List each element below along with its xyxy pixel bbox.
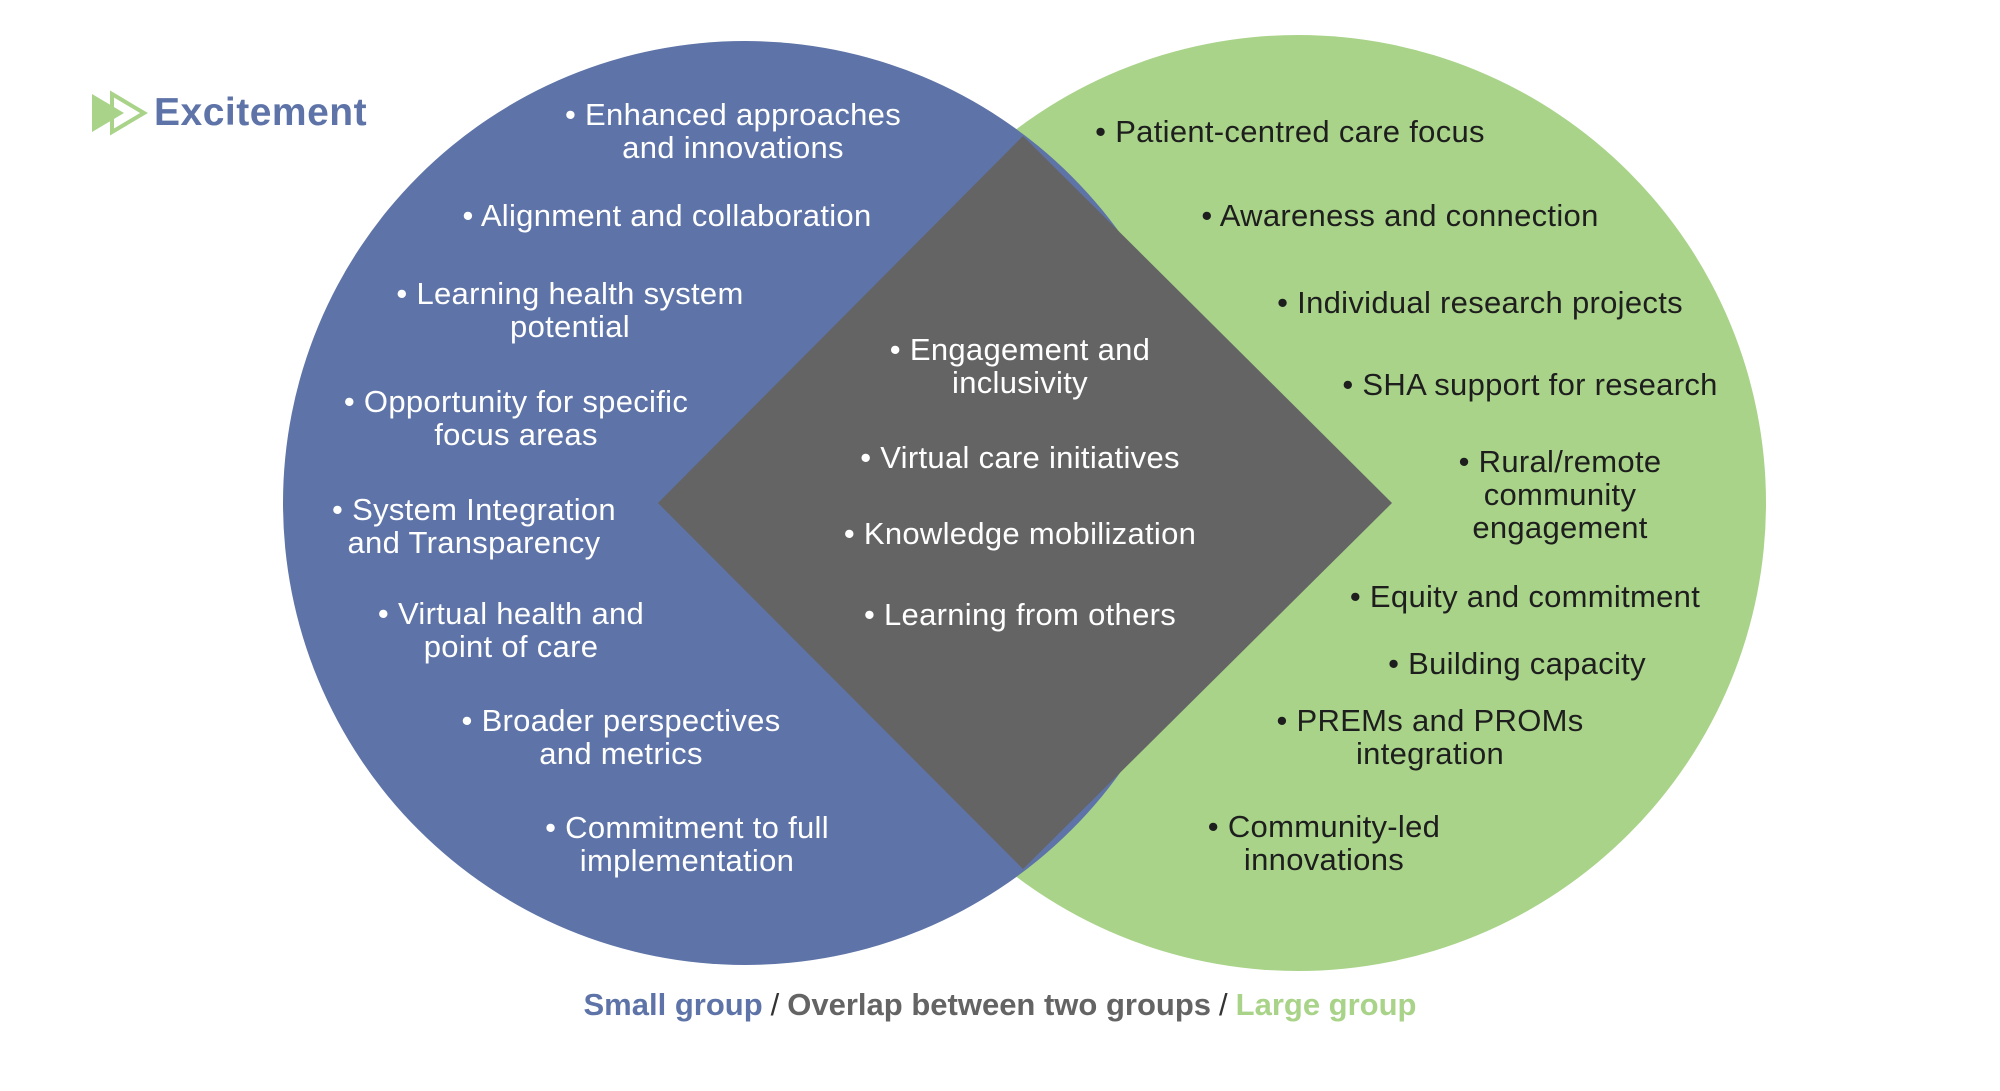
large-group-item: • Individual research projects bbox=[1277, 286, 1683, 319]
legend-separator: / bbox=[770, 987, 780, 1022]
small-group-item-line: • Opportunity for specific bbox=[343, 384, 689, 419]
small-group-item-line: and innovations bbox=[622, 130, 844, 165]
large-group-item: • SHA support for research bbox=[1342, 368, 1717, 401]
small-group-item-line: point of care bbox=[423, 629, 599, 664]
large-group-item-line: • Equity and commitment bbox=[1349, 579, 1701, 614]
large-group-item-line: • Individual research projects bbox=[1277, 285, 1683, 320]
large-group-item-line: • PREMs and PROMs bbox=[1276, 703, 1584, 738]
overlap-item-line: • Engagement and bbox=[889, 332, 1151, 367]
small-group-item: • Alignment and collaboration bbox=[462, 199, 871, 232]
large-group-item: • Building capacity bbox=[1388, 647, 1646, 680]
overlap-item-line: • Learning from others bbox=[863, 597, 1177, 632]
title-text: Excitement bbox=[154, 91, 368, 134]
small-group-item-line: • Commitment to full bbox=[545, 810, 829, 845]
overlap-item-line: • Knowledge mobilization bbox=[843, 516, 1197, 551]
small-group-item-line: focus areas bbox=[434, 417, 598, 452]
small-group-item-line: • Learning health system bbox=[396, 276, 744, 311]
legend-overlap: Overlap between two groups bbox=[787, 987, 1212, 1022]
double-arrow-icon bbox=[92, 90, 148, 136]
overlap-region bbox=[658, 136, 1392, 869]
large-group-item-line: • Patient-centred care focus bbox=[1095, 114, 1485, 149]
small-group-item-line: implementation bbox=[579, 843, 795, 878]
large-group-item-line: • Awareness and connection bbox=[1201, 198, 1599, 233]
overlap-item-line: inclusivity bbox=[952, 365, 1088, 400]
large-group-item-line: integration bbox=[1355, 736, 1505, 771]
overlap-item: • Virtual care initiatives bbox=[860, 441, 1180, 474]
large-group-item-line: engagement bbox=[1472, 510, 1648, 545]
large-group-item-line: • Rural/remote bbox=[1458, 444, 1662, 479]
small-group-item-line: and Transparency bbox=[347, 525, 601, 560]
overlap-item: • Learning from others bbox=[864, 598, 1176, 631]
large-group-item-line: • SHA support for research bbox=[1342, 367, 1718, 402]
small-group-item-line: • Virtual health and bbox=[377, 596, 645, 631]
small-group-item-line: • Broader perspectives bbox=[461, 703, 781, 738]
legend: Small group/Overlap between two groups/L… bbox=[584, 987, 1417, 1023]
legend-small-group: Small group bbox=[583, 987, 763, 1022]
small-group-item-line: • Alignment and collaboration bbox=[462, 198, 872, 233]
overlap-item-line: • Virtual care initiatives bbox=[860, 440, 1180, 475]
small-group-item-line: and metrics bbox=[539, 736, 703, 771]
legend-large-group: Large group bbox=[1235, 987, 1417, 1022]
diagram-title: Excitement bbox=[90, 88, 367, 138]
large-group-item: • Patient-centred care focus bbox=[1095, 115, 1485, 148]
large-group-item-line: • Building capacity bbox=[1388, 646, 1646, 681]
large-group-item-line: innovations bbox=[1243, 842, 1405, 877]
large-group-item-line: community bbox=[1483, 477, 1637, 512]
small-group-item-line: • System Integration bbox=[332, 492, 616, 527]
small-group-item-line: potential bbox=[510, 309, 630, 344]
large-group-item-line: • Community-led bbox=[1207, 809, 1441, 844]
overlap-item: • Knowledge mobilization bbox=[844, 517, 1196, 550]
large-group-item: • Awareness and connection bbox=[1201, 199, 1598, 232]
large-group-item: • Equity and commitment bbox=[1350, 580, 1700, 613]
legend-separator: / bbox=[1219, 987, 1228, 1022]
small-group-item-line: • Enhanced approaches bbox=[564, 97, 902, 132]
